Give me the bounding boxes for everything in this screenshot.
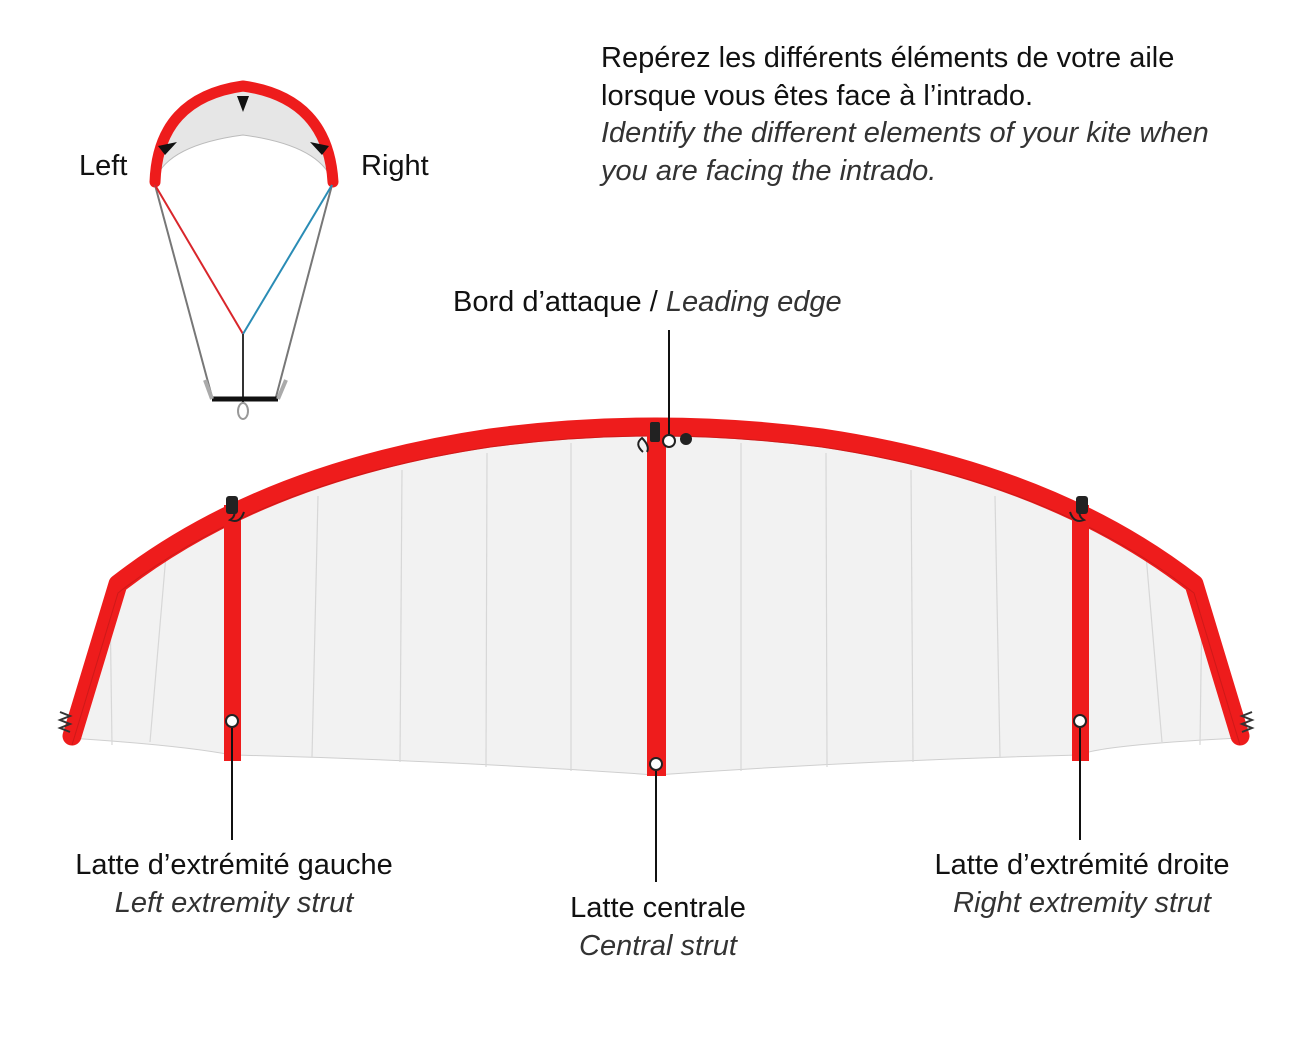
right-strut-hose (1069, 504, 1087, 522)
intro-en-line1: Identify the different elements of your … (601, 117, 1209, 149)
small-kite-line-red (154, 184, 244, 335)
left-strut-tube (224, 505, 241, 761)
left-strut-label: Latte d’extrémité gauche Left extremity … (34, 846, 434, 922)
small-kite-bar-end-left (203, 379, 214, 400)
small-kite-right-label: Right (361, 150, 429, 182)
small-kite-strut-marker (237, 96, 249, 112)
right-wingtip-connector (1239, 711, 1255, 733)
left-strut-point (225, 714, 239, 728)
central-strut-label: Latte centrale Central strut (508, 889, 808, 965)
right-strut-tube (1072, 505, 1089, 761)
intro-en-line2: you are facing the intrado. (601, 154, 937, 187)
main-kite (57, 417, 1255, 776)
central-strut-tube (647, 428, 666, 776)
small-kite-overview (149, 80, 339, 420)
intro-fr-line2: lorsque vous êtes face à l’intrado. (601, 79, 1034, 112)
leading-edge-label-sep: / (641, 286, 666, 318)
central-strut-label-fr: Latte centrale (570, 892, 746, 924)
left-strut-hose (227, 504, 245, 522)
small-kite-strut-marker (158, 142, 177, 155)
right-strut-label-en: Right extremity strut (953, 887, 1211, 919)
central-strut-point (649, 757, 663, 771)
leading-edge-label-fr: Bord d’attaque (453, 286, 642, 318)
small-kite-line-grey-left (154, 184, 213, 398)
small-kite-left-label: Left (79, 150, 128, 182)
small-kite-leading-edge (149, 80, 339, 188)
small-kite-line-blue (242, 184, 333, 335)
small-kite-chicken-loop (237, 402, 249, 420)
leading-edge-label-en: Leading edge (665, 286, 842, 318)
central-strut-valve (650, 422, 660, 442)
small-kite-strut-marker (310, 142, 329, 155)
left-strut-label-fr: Latte d’extrémité gauche (75, 849, 393, 881)
inflate-valve (680, 433, 692, 445)
leading-edge-point (662, 434, 676, 448)
central-strut-label-en: Central strut (579, 930, 737, 962)
central-strut-hose (637, 436, 649, 453)
right-strut-label-fr: Latte d’extrémité droite (934, 849, 1230, 881)
small-kite-line-grey-right (275, 184, 333, 398)
left-strut-label-en: Left extremity strut (114, 887, 354, 919)
right-strut-label: Latte d’extrémité droite Right extremity… (882, 846, 1282, 922)
left-wingtip-connector (57, 711, 73, 733)
intro-text: Repérez les différents éléments de votre… (601, 40, 1291, 190)
right-strut-point (1073, 714, 1087, 728)
small-kite-bar-end-right (276, 379, 288, 400)
leading-edge-label: Bord d’attaque / Leading edge (453, 283, 842, 321)
intro-fr-line1: Repérez les différents éléments de votre… (601, 42, 1175, 74)
